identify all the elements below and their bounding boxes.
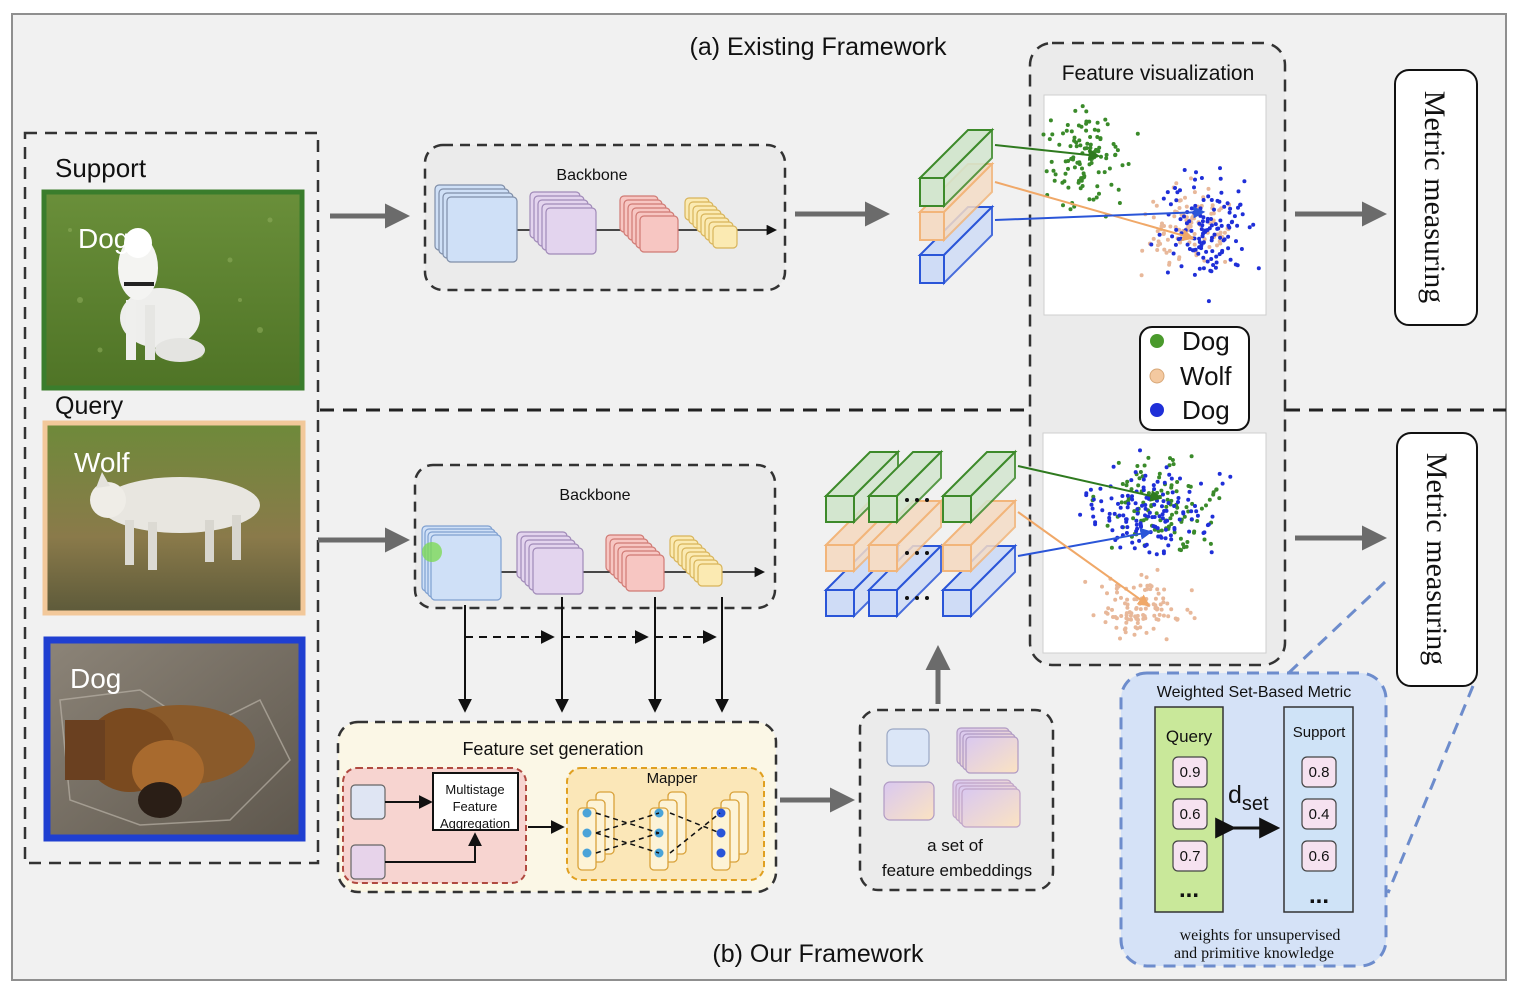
- metric-measuring-top: Metric measuring: [1394, 69, 1478, 326]
- title-our-framework: (b) Our Framework: [712, 940, 924, 968]
- backbone-layer-2: [529, 191, 597, 255]
- arrow-green-top: [994, 144, 1101, 161]
- scatter-plot-bottom: [1042, 432, 1267, 654]
- query-weight-value: 0.7: [1180, 848, 1201, 865]
- backbone-layer-1: [434, 184, 518, 263]
- backbone-layer-3: [619, 195, 679, 253]
- feature-cube-green-1: [823, 449, 901, 525]
- metric-measuring-bottom-label: Metric measuring: [1420, 453, 1453, 665]
- multistage-taps: [458, 597, 729, 713]
- arrow-peach-top: [994, 181, 1195, 242]
- backbone-top-label: Backbone: [556, 167, 627, 184]
- feature-cube-green: [917, 127, 995, 209]
- arrow-blue-top: [994, 206, 1206, 221]
- support-weight-value: 0.6: [1309, 848, 1330, 865]
- cube-ellipsis: [905, 498, 929, 600]
- support-image-dog: Dog: [41, 189, 305, 391]
- backbone-bottom: Backbone: [413, 463, 777, 610]
- feature-set-title: Feature set generation: [462, 739, 643, 759]
- mapper-layers: [577, 791, 749, 871]
- embeddings-caption-1: a set of: [927, 836, 983, 855]
- legend-dog2-swatch: [1150, 403, 1164, 417]
- dset-label: dset: [1228, 781, 1269, 815]
- feature-cube-green-2: [866, 449, 944, 525]
- support-heading: Support: [55, 153, 147, 183]
- feature-cube-blue: [917, 204, 995, 286]
- feature-set-generation: Feature set generation Multistage Featur…: [336, 720, 778, 894]
- embedding-set: a set of feature embeddings: [858, 708, 1055, 892]
- support-weight-value: 0.4: [1309, 806, 1330, 823]
- scatter-points-top: [1041, 104, 1261, 304]
- query-weight-cell: [1172, 840, 1208, 872]
- metric-measuring-bottom: Metric measuring: [1396, 432, 1478, 687]
- embedding-stack-1: [956, 727, 1019, 774]
- arrow-peach-bottom: [1017, 511, 1150, 607]
- arrow-green-bottom: [1017, 465, 1163, 502]
- weighted-set-metric: Weighted Set-Based Metric Query Support …: [1119, 671, 1388, 968]
- backbone-bottom-layer-3: [605, 534, 665, 592]
- query-image-dog-label: Dog: [70, 663, 121, 694]
- aggregation-input-1: [350, 784, 386, 820]
- legend-wolf-label: Wolf: [1180, 361, 1232, 391]
- support-weight-cell: [1301, 756, 1337, 788]
- aggregation-line-3: Aggregation: [440, 816, 510, 831]
- feature-cube-green-3: [940, 449, 1018, 525]
- mapper-label: Mapper: [647, 770, 698, 787]
- scatter-top-dog-blue: [1149, 166, 1261, 304]
- attention-spot: [422, 542, 442, 562]
- query-weight-cell: [1172, 798, 1208, 830]
- feature-cube-peach-3: [940, 498, 1018, 574]
- weighted-caption-2: and primitive knowledge: [1174, 945, 1334, 962]
- backbone-bottom-layer-1: [421, 525, 502, 601]
- aggregation-box: [432, 772, 519, 831]
- query-image-dog: Dog: [43, 636, 306, 842]
- arrow-blue-bottom: [1017, 527, 1153, 557]
- query-image-wolf-label: Wolf: [74, 447, 130, 478]
- aggregation-input-2: [350, 844, 386, 880]
- query-image-wolf: Wolf: [42, 420, 306, 616]
- metric-measuring-top-label: Metric measuring: [1418, 91, 1451, 303]
- title-existing-framework: (a) Existing Framework: [690, 33, 947, 61]
- query-heading: Query: [55, 392, 124, 420]
- query-column-heading: Query: [1166, 727, 1213, 746]
- legend-dog-swatch: [1150, 334, 1164, 348]
- query-ellipsis: ...: [1179, 876, 1199, 903]
- aggregation-line-2: Feature: [453, 799, 498, 814]
- support-image-label: Dog: [78, 223, 129, 254]
- support-weight-cell: [1301, 798, 1337, 830]
- weighted-metric-title: Weighted Set-Based Metric: [1157, 684, 1351, 701]
- feature-visualization-title: Feature visualization: [1062, 62, 1255, 85]
- zoom-line-left: [1276, 580, 1387, 685]
- input-panel: Support Query Dog: [23, 131, 320, 865]
- support-weight-cell: [1301, 840, 1337, 872]
- support-weight-value: 0.8: [1309, 764, 1330, 781]
- zoom-line-right: [1386, 685, 1475, 894]
- legend-wolf-swatch: [1149, 368, 1165, 384]
- embedding-single-1: [886, 728, 930, 767]
- backbone-bottom-layer-2: [516, 531, 584, 595]
- support-column-heading: Support: [1293, 724, 1346, 741]
- backbone-bottom-layer-4: [669, 535, 723, 587]
- aggregation-line-1: Multistage: [445, 782, 504, 797]
- query-weight-value: 0.6: [1180, 806, 1201, 823]
- feature-vectors-top: [917, 127, 995, 286]
- feature-vectors-bottom: [823, 449, 1018, 619]
- query-weight-cell: [1172, 756, 1208, 788]
- legend-dog-label: Dog: [1182, 326, 1230, 356]
- embedding-stack-2: [952, 779, 1021, 828]
- weighted-caption-1: weights for unsupervised: [1180, 927, 1341, 944]
- query-weight-value: 0.9: [1180, 764, 1201, 781]
- legend-dog2-label: Dog: [1182, 395, 1230, 425]
- backbone-layer-4: [684, 197, 738, 249]
- embeddings-caption-2: feature embeddings: [882, 861, 1032, 880]
- embedding-single-2: [883, 781, 935, 821]
- scatter-top-dog-green: [1041, 104, 1140, 219]
- backbone-bottom-label: Backbone: [559, 487, 630, 504]
- support-ellipsis: ...: [1309, 882, 1329, 909]
- legend: Dog Wolf Dog: [1139, 326, 1250, 431]
- backbone-top: Backbone: [423, 143, 787, 292]
